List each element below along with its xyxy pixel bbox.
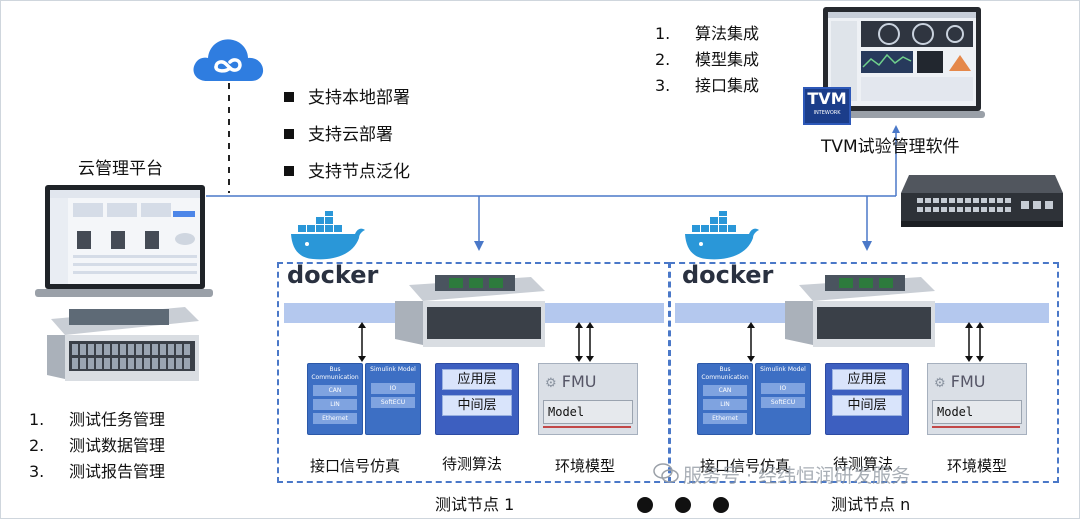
- ellipsis-dots: [637, 497, 729, 513]
- tvm-title: TVM试验管理软件: [821, 137, 960, 157]
- docker-label: docker: [682, 261, 774, 289]
- server-icon: [47, 307, 199, 381]
- label-env-model: 环境模型: [947, 457, 1008, 475]
- list-item: 3.接口集成: [655, 76, 760, 95]
- wechat-icon: [653, 463, 679, 483]
- feature-node: 支持节点泛化: [284, 157, 410, 182]
- test-node-n-box: [669, 262, 1059, 483]
- fmu-title: ⚙ FMU: [934, 372, 986, 391]
- fmu-title: ⚙ FMU: [545, 372, 597, 391]
- tvm-logo: TVM INTEWORK: [803, 87, 851, 125]
- bullet-square-icon: [284, 92, 294, 102]
- list-item: 2.模型集成: [655, 50, 760, 69]
- label-env-model: 环境模型: [555, 457, 616, 475]
- algorithm-box: 应用层 中间层: [825, 363, 909, 435]
- feature-text: 支持本地部署: [308, 88, 410, 108]
- bus-communication-box: Bus Communication CAN LIN Ethernet: [697, 363, 753, 435]
- fmu-box: ⚙ FMU Model: [538, 363, 638, 435]
- feature-text: 支持云部署: [308, 125, 393, 145]
- feature-cloud: 支持云部署: [284, 120, 393, 145]
- fmu-model-field: Model: [543, 400, 633, 424]
- node-label: 测试节点 n: [831, 495, 911, 514]
- tvm-integration-list: 1.算法集成 2.模型集成 3.接口集成: [655, 21, 759, 99]
- list-item: 1.测试任务管理: [29, 410, 166, 429]
- docker-label: docker: [287, 261, 379, 289]
- docker-whale-icon: [291, 211, 365, 260]
- label-signal-sim: 接口信号仿真: [700, 457, 791, 475]
- label-signal-sim: 接口信号仿真: [310, 457, 401, 475]
- laptop-icon: [35, 185, 213, 297]
- noden-arrows: [747, 322, 984, 362]
- bullet-square-icon: [284, 129, 294, 139]
- fmu-model-field: Model: [932, 400, 1022, 424]
- node-server-icon: [785, 275, 935, 347]
- label-algorithm: 待测算法: [442, 455, 503, 473]
- watermark-text: 服务号 · 经纬恒润研发服务: [683, 465, 911, 487]
- bullet-square-icon: [284, 166, 294, 176]
- fmu-progress-line: [543, 426, 631, 428]
- feature-text: 支持节点泛化: [308, 162, 410, 182]
- node-server-icon: [395, 275, 545, 347]
- algorithm-box: 应用层 中间层: [435, 363, 519, 435]
- cloud-task-list: 1.测试任务管理 2.测试数据管理 3.测试报告管理: [29, 407, 165, 485]
- bus-communication-box: Bus Communication CAN LIN Ethernet: [307, 363, 363, 435]
- feature-local: 支持本地部署: [284, 83, 410, 108]
- label-algorithm: 待测算法: [833, 455, 894, 473]
- network-switch-icon: [901, 175, 1063, 227]
- cloud-icon: [193, 39, 264, 81]
- simulink-model-box: Simulink Model IO SoftECU: [365, 363, 421, 435]
- cloud-platform-title: 云管理平台: [78, 159, 163, 179]
- list-item: 1.算法集成: [655, 24, 760, 43]
- fmu-box: ⚙ FMU Model: [927, 363, 1027, 435]
- node-label: 测试节点 1: [435, 495, 515, 514]
- list-item: 2.测试数据管理: [29, 436, 166, 455]
- simulink-model-box: Simulink Model IO SoftECU: [755, 363, 811, 435]
- node1-arrows: [358, 322, 594, 362]
- docker-whale-icon: [685, 211, 759, 260]
- fmu-progress-line: [932, 426, 1020, 428]
- list-item: 3.测试报告管理: [29, 462, 166, 481]
